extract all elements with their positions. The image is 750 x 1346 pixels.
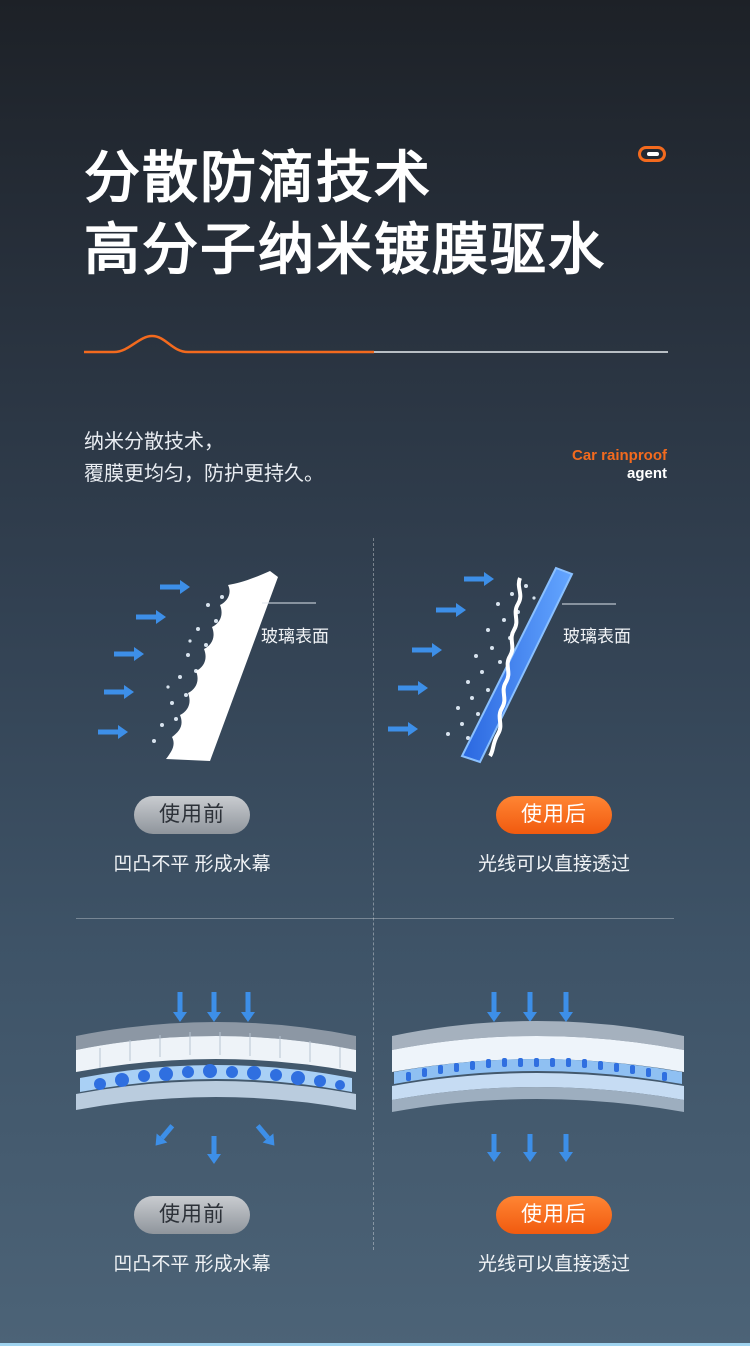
after-badge-top: 使用后 [496,796,612,834]
before-badge-bottom: 使用前 [134,1196,250,1234]
intro-line2: 覆膜更均匀，防护更持久。 [84,463,324,485]
glass-after-illustration [388,566,616,764]
layer-after-illustration [392,992,684,1162]
incoming-arrows-icon [98,580,190,739]
water-droplets-icon [446,584,536,740]
brand-line1: Car rainproof [571,447,667,464]
brand-line2: agent [626,465,667,482]
brand-tag: Car rainproof agent [572,447,667,483]
intro-line1: 纳米分散技术， [84,431,224,453]
bottom-edge-strip [0,1343,750,1346]
caption-after-bottom: 光线可以直接透过 [477,1254,630,1275]
horizontal-divider [76,918,674,919]
down-arrows-icon [487,992,573,1022]
page-title-line1: 分散防滴技术 [84,146,432,209]
brand-logo-icon [638,146,666,162]
glass-surface-label-after: 玻璃表面 [563,627,631,646]
glass-surface-label-before: 玻璃表面 [261,627,329,646]
caption-before-top: 凹凸不平 形成水幕 [113,854,271,875]
caption-after-top: 光线可以直接透过 [477,854,630,875]
intro-text: 纳米分散技术， 覆膜更均匀，防护更持久。 [84,426,324,490]
passthrough-arrows-icon [487,1134,573,1162]
incoming-arrows-icon [388,572,494,736]
header-divider [84,334,668,354]
glass-before-illustration [98,571,316,761]
layer-before-illustration [76,992,356,1164]
after-badge-bottom: 使用后 [496,1196,612,1234]
before-badge-top: 使用前 [134,796,250,834]
scatter-arrows-icon [155,1124,275,1164]
vertical-divider [373,538,374,1250]
down-arrows-icon [173,992,255,1022]
page-title-line2: 高分子纳米镀膜驱水 [84,218,606,281]
caption-before-bottom: 凹凸不平 形成水幕 [113,1254,271,1275]
